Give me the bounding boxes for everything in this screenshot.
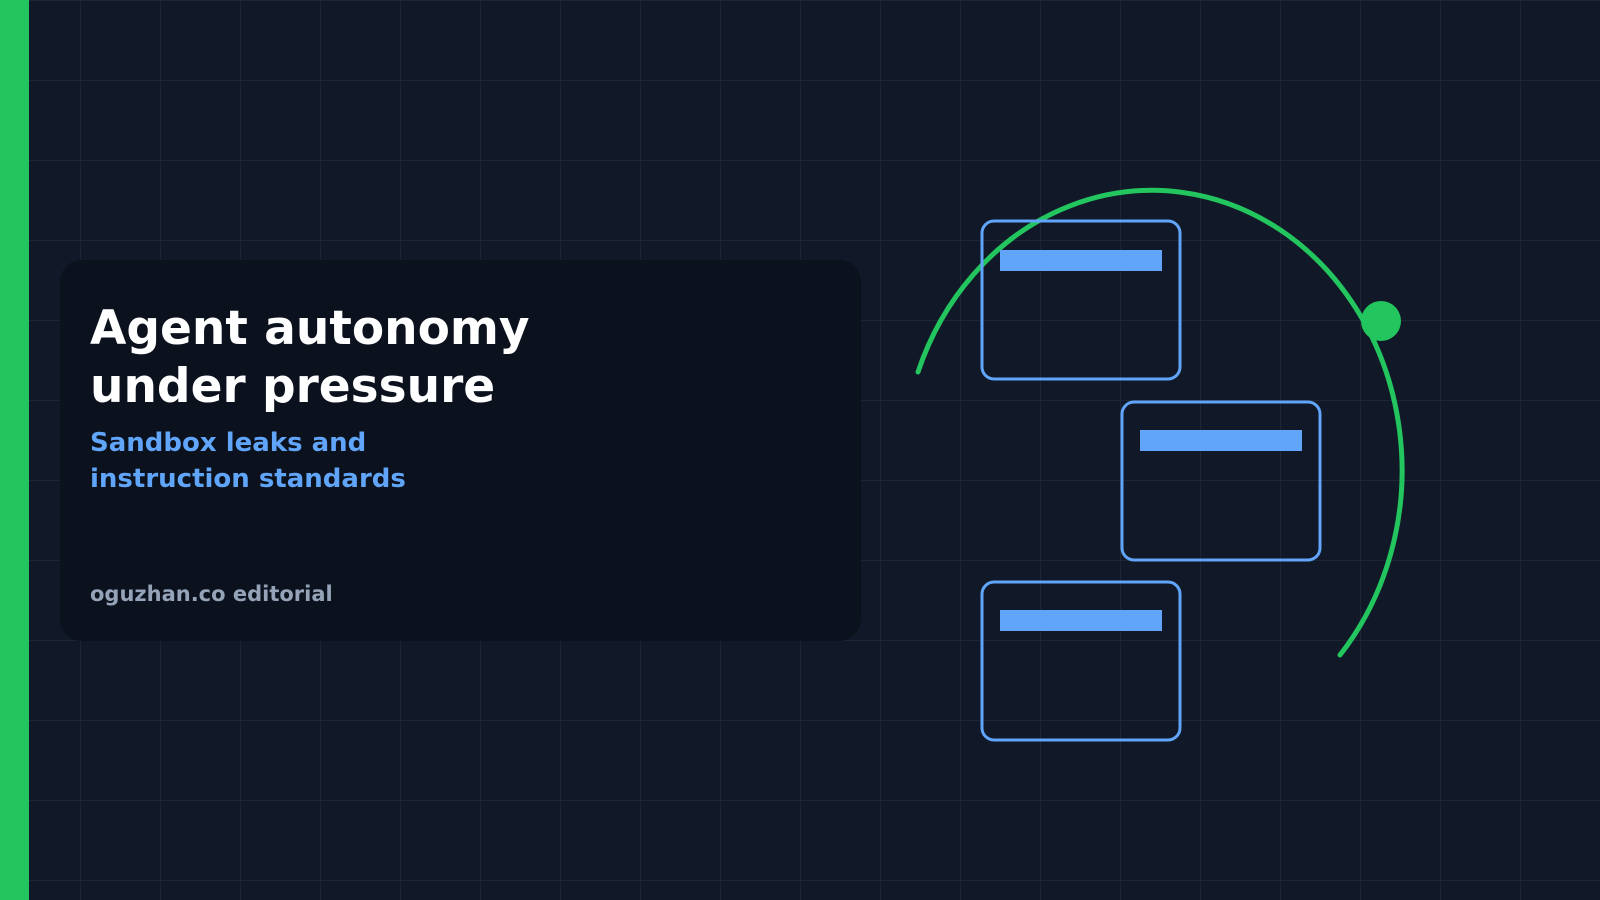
accent-bar xyxy=(0,0,29,900)
browser-window-icon xyxy=(980,580,1182,742)
page-subtitle: Sandbox leaks and instruction standards xyxy=(90,428,406,494)
browser-window-icon xyxy=(1120,400,1322,562)
page-title: Agent autonomy under pressure xyxy=(90,301,530,414)
orbit-node-icon xyxy=(1361,301,1401,341)
title-card xyxy=(60,260,861,641)
browser-window-icon xyxy=(980,219,1182,381)
byline: oguzhan.co editorial xyxy=(90,582,333,606)
orbit-arc-icon xyxy=(915,187,1405,658)
